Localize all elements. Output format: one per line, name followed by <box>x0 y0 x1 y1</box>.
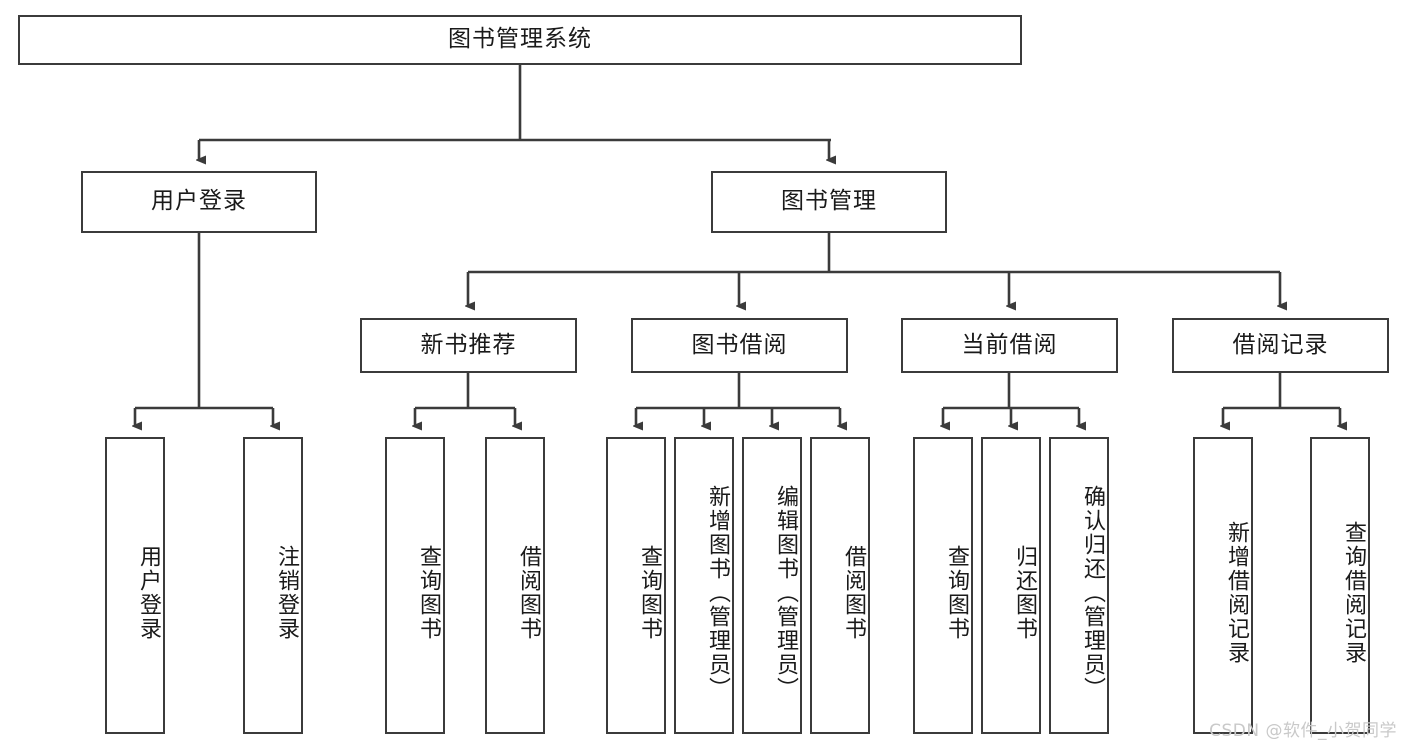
leaf-label: 借阅图书 <box>516 544 541 641</box>
leaf-label: 归还图书 <box>1012 544 1037 641</box>
leaf-add-borrow-record[interactable]: 新增借阅记录 <box>1193 437 1253 734</box>
node-level3-book-borrow[interactable]: 图书借阅 <box>631 318 848 373</box>
leaf-return-book[interactable]: 归还图书 <box>981 437 1041 734</box>
leaf-confirm-return-admin[interactable]: 确认归还（管理员） <box>1049 437 1109 734</box>
leaf-logout[interactable]: 注销登录 <box>243 437 303 734</box>
leaf-label: 查询图书 <box>944 544 969 641</box>
node-root[interactable]: 图书管理系统 <box>18 15 1022 65</box>
leaf-label: 查询图书 <box>416 544 441 641</box>
node-level2-book-management[interactable]: 图书管理 <box>711 171 947 233</box>
node-level2-user-login[interactable]: 用户登录 <box>81 171 317 233</box>
node-level3-borrow-records[interactable]: 借阅记录 <box>1172 318 1389 373</box>
leaf-add-book-admin[interactable]: 新增图书（管理员） <box>674 437 734 734</box>
leaf-borrow-book-recommend[interactable]: 借阅图书 <box>485 437 545 734</box>
leaf-user-login[interactable]: 用户登录 <box>105 437 165 734</box>
leaf-label: 借阅图书 <box>841 544 866 641</box>
leaf-borrow-book[interactable]: 借阅图书 <box>810 437 870 734</box>
leaf-label: 新增借阅记录 <box>1224 520 1249 665</box>
leaf-query-book-recommend[interactable]: 查询图书 <box>385 437 445 734</box>
leaf-label: 编辑图书（管理员） <box>773 484 798 701</box>
leaf-edit-book-admin[interactable]: 编辑图书（管理员） <box>742 437 802 734</box>
leaf-label: 注销登录 <box>274 544 299 641</box>
leaf-query-borrow-record[interactable]: 查询借阅记录 <box>1310 437 1370 734</box>
leaf-query-book-current[interactable]: 查询图书 <box>913 437 973 734</box>
leaf-label: 查询图书 <box>637 544 662 641</box>
node-level3-current-borrow[interactable]: 当前借阅 <box>901 318 1118 373</box>
node-level3-new-book-recommend[interactable]: 新书推荐 <box>360 318 577 373</box>
leaf-query-book-borrow[interactable]: 查询图书 <box>606 437 666 734</box>
leaf-label: 用户登录 <box>136 544 161 641</box>
leaf-label: 确认归还（管理员） <box>1080 484 1105 701</box>
csdn-watermark: CSDN @软件_小贺同学 <box>1209 721 1397 741</box>
leaf-label: 新增图书（管理员） <box>705 484 730 701</box>
leaf-label: 查询借阅记录 <box>1341 520 1366 665</box>
